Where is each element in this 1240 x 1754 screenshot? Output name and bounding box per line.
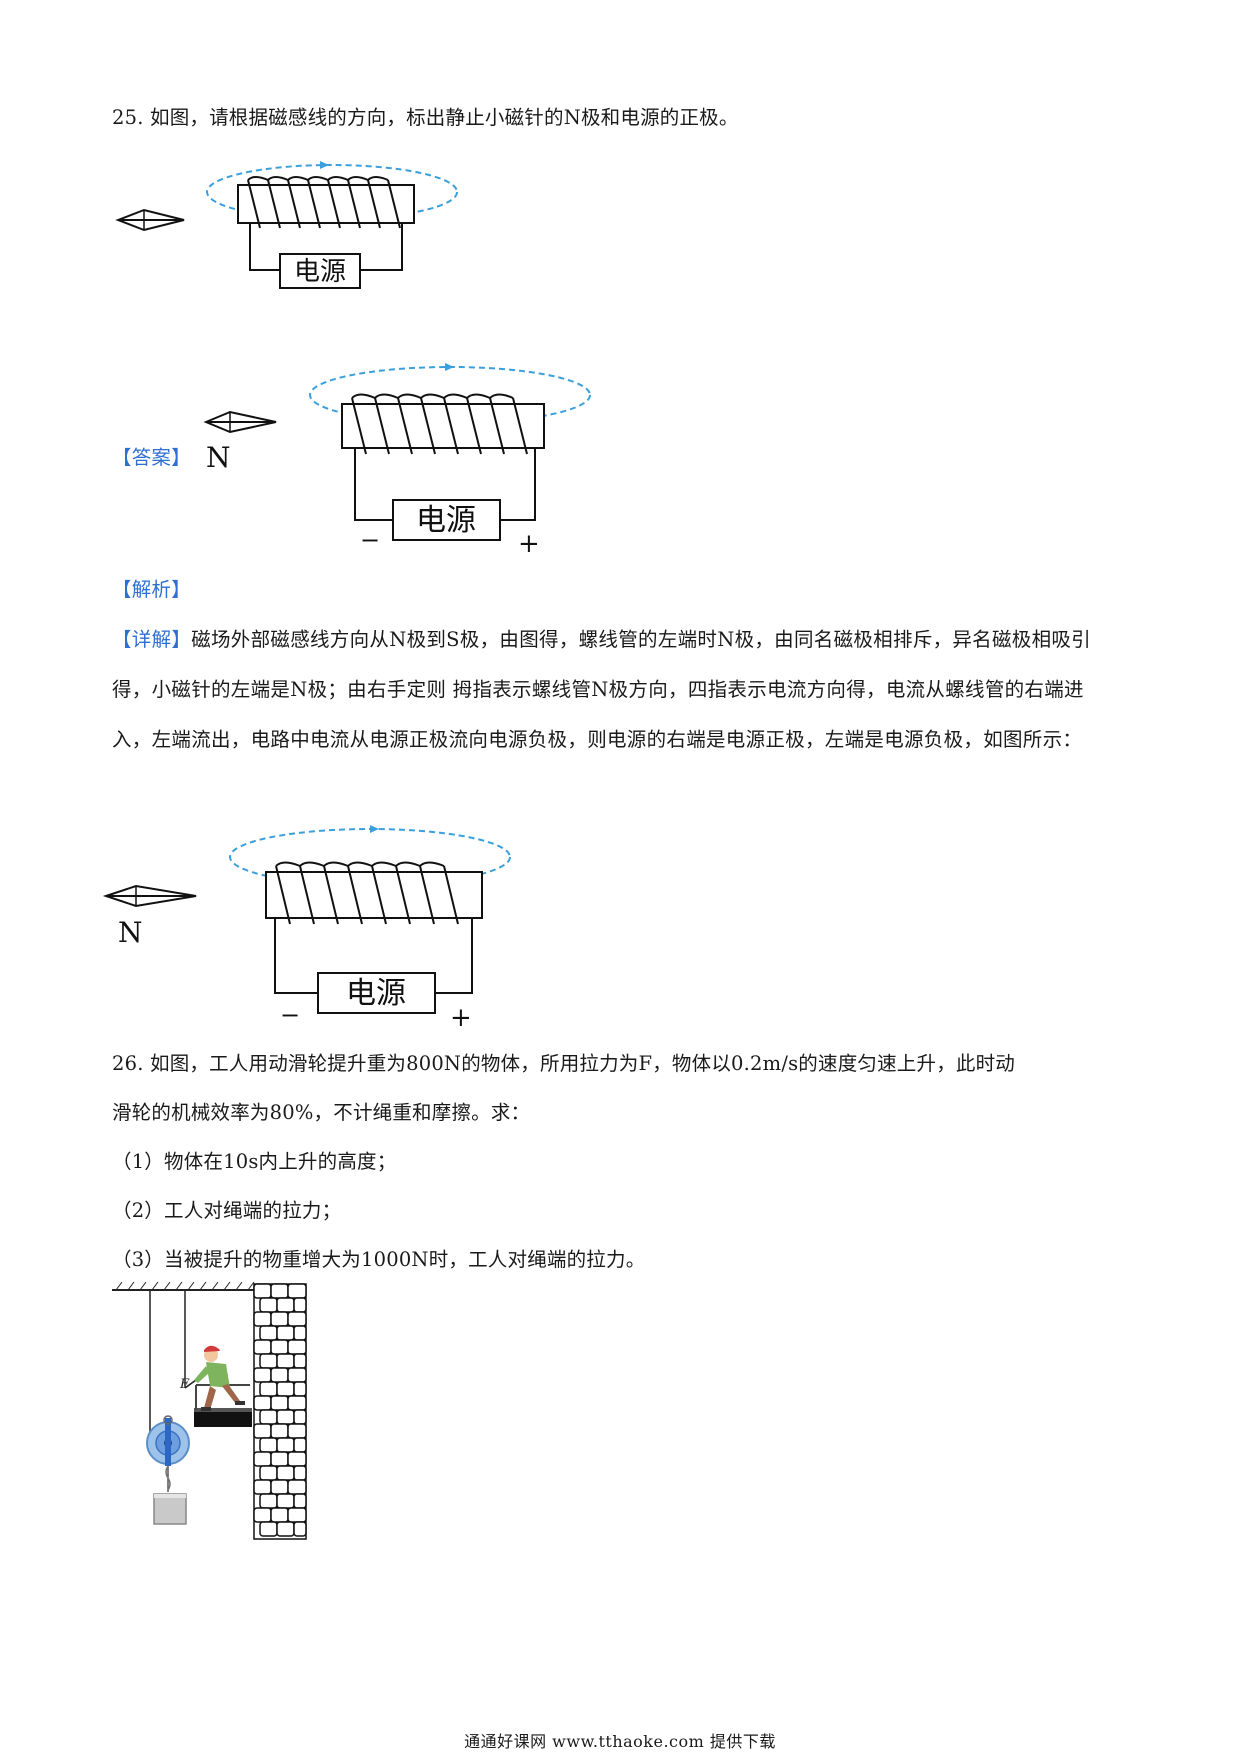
compass-needle	[115, 208, 185, 232]
detail-tag: 【详解】	[112, 628, 192, 651]
power-supply-label: 电源	[294, 257, 346, 287]
plus-sign: +	[518, 529, 540, 555]
pole-n-label: N	[206, 441, 231, 474]
worker	[194, 1345, 245, 1411]
force-label: F	[179, 1377, 190, 1392]
q26-item-2: （2）工人对绳端的拉力；	[112, 1199, 342, 1222]
minus-sign: −	[360, 526, 380, 554]
q26-question-line1: 26. 如图，工人用动滑轮提升重为800N的物体，所用拉力为F，物体以0.2m/…	[112, 1052, 1016, 1075]
pole-n-label: N	[118, 916, 143, 949]
circuit-wire	[249, 223, 403, 271]
minus-sign: −	[280, 1001, 300, 1029]
circuit-wire	[274, 918, 473, 994]
platform	[194, 1384, 252, 1427]
solenoid	[341, 393, 545, 455]
power-supply-box	[392, 499, 501, 541]
power-supply-label: 电源	[346, 976, 406, 1011]
brick-wall	[253, 1283, 307, 1540]
compass-needle	[203, 410, 277, 434]
detail-text: 磁场外部磁感线方向从N极到S极，由图得，螺线管的左端时N极，由同名磁极相排斥，异…	[112, 628, 1091, 751]
compass-needle	[102, 884, 197, 908]
q25-figure-answer: N 电源 − +	[203, 363, 591, 555]
solenoid	[265, 861, 483, 925]
q25-figure-explanation: N 电源 − +	[102, 825, 511, 1033]
analysis-tag: 【解析】	[112, 578, 191, 601]
plus-sign: +	[450, 1003, 472, 1033]
detail-paragraph: 【详解】磁场外部磁感线方向从N极到S极，由图得，螺线管的左端时N极，由同名磁极相…	[112, 615, 1122, 765]
movable-pulley	[146, 1415, 190, 1466]
q25-question: 25. 如图，请根据磁感线的方向，标出静止小磁针的N极和电源的正极。	[112, 106, 739, 129]
q26-item-3: （3）当被提升的物重增大为1000N时，工人对绳端的拉力。	[112, 1248, 646, 1271]
q25-figure-question: 电源	[115, 161, 458, 289]
pulley-figure: F	[112, 1281, 307, 1540]
circuit-wire	[354, 448, 536, 521]
ceiling	[112, 1281, 255, 1291]
power-supply-label: 电源	[416, 503, 476, 538]
power-supply-box	[317, 972, 436, 1014]
q26-item-1: （1）物体在10s内上升的高度；	[112, 1150, 397, 1173]
power-supply-box	[279, 253, 361, 289]
load-block	[153, 1493, 187, 1525]
solenoid	[237, 176, 415, 229]
answer-tag: 【答案】	[112, 446, 191, 469]
page-footer: 通通好课网 www.tthaoke.com 提供下载	[464, 1732, 776, 1751]
q26-question-line2: 滑轮的机械效率为80%，不计绳重和摩擦。求：	[112, 1101, 531, 1124]
